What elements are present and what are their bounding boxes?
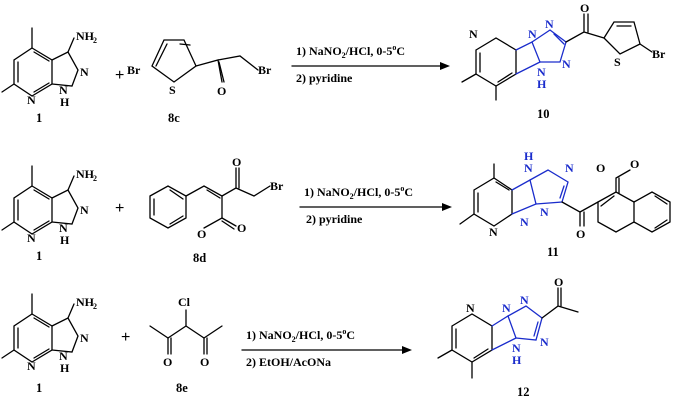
pyrazole-n-label: N xyxy=(80,203,89,217)
p10-br: Br xyxy=(652,47,666,61)
row1-arrow: 1) NaNO2/HCl, 0-5oC 2) pyridine xyxy=(291,43,450,85)
p10-triazole-n-b: N xyxy=(562,57,571,71)
p10-triazole-n-a: N xyxy=(545,17,554,31)
p10-ketone-o: O xyxy=(580,1,589,15)
p10-thiophene-s: S xyxy=(614,55,621,69)
p12-pyridine-n: N xyxy=(466,301,475,315)
nh-h-label: H xyxy=(60,361,70,375)
nh-h-label: H xyxy=(60,233,70,247)
p11-nh-n: N xyxy=(524,161,533,175)
compound-label-12: 12 xyxy=(517,385,530,399)
p12-nh-h: H xyxy=(512,353,522,367)
compound-label-10: 10 xyxy=(537,107,550,121)
row3-conditions-step1: 1) NaNO2/HCl, 0-5oC xyxy=(246,327,355,344)
p12-triazole-n-a: N xyxy=(520,293,529,307)
nh-n-label: N xyxy=(59,221,68,235)
p11-n-bottom: N xyxy=(520,215,529,229)
nh-n-label: N xyxy=(59,349,68,363)
nh-n-label: N xyxy=(59,83,68,97)
p12-nh-n: N xyxy=(512,341,521,355)
br-left-label: Br xyxy=(127,63,141,77)
p12-ketone-o: O xyxy=(554,275,563,289)
row3-conditions-step2: 2) EtOH/AcONa xyxy=(246,355,331,369)
nh2-subscript: 2 xyxy=(93,174,97,183)
compound-label-8c: 8c xyxy=(168,111,180,125)
p10-nh-n: N xyxy=(537,65,546,79)
lactone-o-label: O xyxy=(237,221,246,235)
p11-triazole-n: N xyxy=(565,161,574,175)
p10-nh-h: H xyxy=(537,77,547,91)
nh2-label: NH xyxy=(76,295,95,309)
row3-reactant-8e: Cl O O 8e xyxy=(149,295,223,395)
nh2-label: NH xyxy=(76,29,95,43)
p12-n-top: N xyxy=(502,301,511,315)
compound-label-1: 1 xyxy=(36,249,42,263)
p11-triazole-n-b: N xyxy=(540,205,549,219)
p11-lactone-o: O xyxy=(596,161,605,175)
pyrazole-n-label: N xyxy=(80,331,89,345)
p11-ring-o: O xyxy=(630,157,639,171)
row1-product-10: N N N N N H O S Br 10 xyxy=(461,1,666,121)
p10-n-top: N xyxy=(528,27,537,41)
ring-o-label: O xyxy=(197,227,206,241)
o-right-label: O xyxy=(200,355,209,369)
row1-reactant-8c: Br S O Br 8c xyxy=(127,39,272,125)
nh2-subscript: 2 xyxy=(93,36,97,45)
nh2-label: NH xyxy=(76,167,95,181)
row2-reactant-1: NH 2 N N N H 1 xyxy=(1,165,97,263)
compound-label-8e: 8e xyxy=(176,381,188,395)
compound-label-1: 1 xyxy=(36,381,42,395)
p11-ketone-o: O xyxy=(576,227,585,241)
cl-label: Cl xyxy=(178,295,191,309)
br-label: Br xyxy=(270,179,284,193)
row1-conditions-step2: 2) pyridine xyxy=(296,71,353,85)
row1-reactant-1: NH 2 N N N H 1 xyxy=(1,27,97,125)
br-right-label: Br xyxy=(258,63,272,77)
row3-arrow: 1) NaNO2/HCl, 0-5oC 2) EtOH/AcONa xyxy=(241,327,412,369)
pyridine-n-label: N xyxy=(27,359,36,373)
row2-conditions-step1: 1) NaNO2/HCl, 0-5oC xyxy=(304,184,413,201)
row3-product-12: O N N N N N H 12 xyxy=(437,275,579,399)
o-left-label: O xyxy=(163,355,172,369)
plus-sign: + xyxy=(115,200,124,217)
nh-h-label: H xyxy=(60,95,70,109)
plus-sign: + xyxy=(121,329,130,346)
compound-label-1: 1 xyxy=(36,111,42,125)
compound-label-8d: 8d xyxy=(193,251,206,265)
p10-pyridine-n: N xyxy=(469,27,478,41)
pyrazole-n-label: N xyxy=(80,65,89,79)
row2-reactant-8d: O Br O O 8d xyxy=(149,155,284,265)
compound-label-11: 11 xyxy=(547,245,559,259)
pyridine-n-label: N xyxy=(27,93,36,107)
p11-h: H xyxy=(524,149,534,163)
p11-pyridine-n: N xyxy=(489,225,498,239)
p12-triazole-n-b: N xyxy=(540,335,549,349)
row2-conditions-step2: 2) pyridine xyxy=(306,212,363,226)
thiophene-s-label: S xyxy=(169,83,176,97)
row2-arrow: 1) NaNO2/HCl, 0-5oC 2) pyridine xyxy=(299,184,452,226)
row3-reactant-1: NH 2 N N N H 1 xyxy=(1,293,97,395)
pyridine-n-label: N xyxy=(27,231,36,245)
carbonyl-o-label: O xyxy=(217,84,226,98)
row2-product-11: H N N N N N O O O 11 xyxy=(459,149,671,259)
ketone-o-label: O xyxy=(232,155,241,169)
plus-sign: + xyxy=(115,67,124,84)
row1-conditions-step1: 1) NaNO2/HCl, 0-5oC xyxy=(296,43,405,60)
nh2-subscript: 2 xyxy=(93,302,97,311)
